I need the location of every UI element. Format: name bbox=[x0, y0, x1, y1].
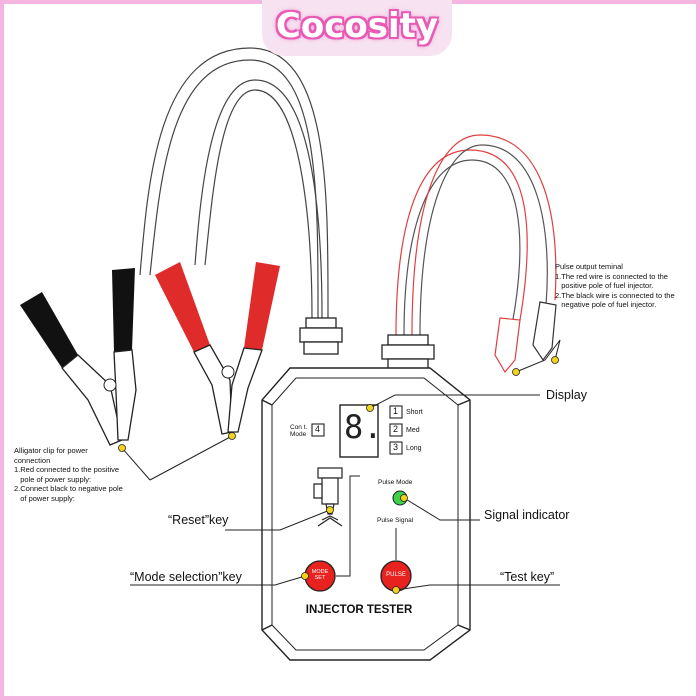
cont-mode-label: Con t. Mode bbox=[290, 424, 308, 438]
pulse-note-line: negative pole of fuel injector. bbox=[555, 300, 657, 309]
alligator-note-line: 1.Red connected to the positive bbox=[14, 465, 120, 474]
red-alligator-clip bbox=[155, 262, 280, 435]
power-cable-grommet bbox=[299, 317, 343, 355]
callout-mode-selection-key: “Mode selection”key bbox=[130, 570, 242, 584]
pulse-note-line: 2.The black wire is connected to the bbox=[555, 290, 675, 300]
brand-badge bbox=[262, 0, 452, 56]
pulse-note-line: positive pole of fuel injector. bbox=[555, 281, 654, 290]
pulse-note-line: 1.The red wire is connected to the bbox=[555, 271, 668, 281]
mode-label-long: Long bbox=[406, 445, 422, 452]
display-digit: 8. bbox=[344, 408, 383, 446]
alligator-note: Alligator clip for power connection 1.Re… bbox=[14, 446, 123, 503]
mode-set-button-label: MODE SET bbox=[311, 569, 329, 581]
pulse-button-label: PULSE bbox=[386, 572, 406, 578]
pulse-output-note: Pulse output teminal 1.The red wire is c… bbox=[555, 262, 675, 310]
callout-reset-key: “Reset”key bbox=[168, 513, 229, 527]
pulse-wires bbox=[395, 134, 557, 336]
alligator-note-line: 2.Connect black to negative pole bbox=[14, 484, 123, 493]
pulse-wires-grommet bbox=[381, 334, 435, 370]
alligator-note-line: connection bbox=[14, 455, 51, 465]
mode-key-3: 3 bbox=[393, 442, 399, 452]
alligator-note-line: Alligator clip for power bbox=[14, 446, 88, 455]
device-name: INJECTOR TESTER bbox=[305, 604, 413, 616]
alligator-note-line: pole of power supply: bbox=[14, 474, 92, 484]
mode-label-short: Short bbox=[406, 409, 423, 416]
black-alligator-clip bbox=[20, 268, 137, 446]
brand-logo-text: Cocosity bbox=[275, 6, 439, 46]
pulse-signal-label: Pulse Signal bbox=[377, 517, 414, 524]
callout-signal-indicator: Signal indicator bbox=[484, 508, 570, 522]
mode-label-med: Med bbox=[406, 427, 420, 434]
mode-key-2: 2 bbox=[393, 424, 399, 434]
mode-key-1: 1 bbox=[393, 406, 399, 416]
pulse-clips bbox=[494, 301, 557, 374]
callout-display: Display bbox=[546, 388, 587, 402]
callout-test-key: “Test key” bbox=[500, 570, 555, 584]
pulse-mode-label: Pulse Mode bbox=[378, 479, 413, 486]
pulse-note-line: Pulse output teminal bbox=[555, 262, 623, 271]
alligator-note-line: of power supply: bbox=[14, 493, 75, 503]
cont-mode-key: 4 bbox=[315, 424, 321, 434]
